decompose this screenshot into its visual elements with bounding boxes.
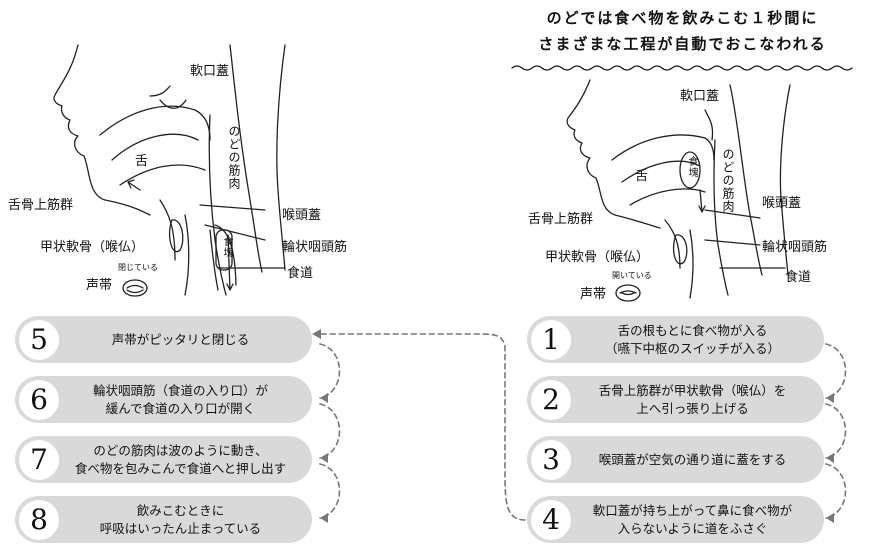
left-label-tongue: 舌 xyxy=(135,154,149,169)
arrowhead-icon xyxy=(826,453,834,463)
step-text: 緩んで食道の入り口が開く xyxy=(105,400,256,416)
heading-line-1: のどでは食べ物を飲みこむ１秒間に xyxy=(546,9,819,27)
arrowhead-icon xyxy=(320,513,328,523)
step-text: 呼吸はいったん止まっている xyxy=(99,520,262,536)
right-label-vocal-cords: 声帯 xyxy=(580,287,607,302)
step-number: 6 xyxy=(19,379,59,420)
step-text: 輪状咽頭筋（食道の入り口）が xyxy=(92,382,268,398)
step-text: 飲みこむときに xyxy=(136,502,225,518)
step-number: 8 xyxy=(19,499,59,540)
right-label-suprahyoid: 舌骨上筋群 xyxy=(528,212,594,227)
step-7: 7 のどの筋肉は波のように動き、食べ物を包みこんで食道へと押し出す xyxy=(15,436,312,483)
step-1: 1 舌の根もとに食べ物が入る （嚥下中枢のスイッチが入る） xyxy=(527,316,824,363)
right-label-thyroid: 甲状軟骨（喉仏） xyxy=(545,250,650,265)
arrowhead-icon xyxy=(320,453,328,463)
step-text: 食べ物を包みこんで食道へと押し出す xyxy=(74,460,287,476)
step-number: 2 xyxy=(531,379,571,420)
right-label-soft-palate: 軟口蓋 xyxy=(680,89,720,104)
step-number: 7 xyxy=(19,439,59,480)
left-head-drawing xyxy=(53,44,286,297)
right-head-drawing xyxy=(566,79,791,302)
left-label-cricopharyngeus: 輪状咽頭筋 xyxy=(282,240,348,255)
left-label-epiglottis: 喉頭蓋 xyxy=(282,208,322,223)
step-text: のどの筋肉は波のように動き、 xyxy=(93,442,268,458)
wavy-divider xyxy=(511,65,853,71)
step-number: 5 xyxy=(19,319,59,360)
left-label-thyroid: 甲状軟骨（喉仏） xyxy=(40,240,145,255)
step-text: （嚥下中枢のスイッチが入る） xyxy=(604,340,780,356)
left-label-throat-muscle: のどの筋肉 xyxy=(227,125,241,190)
step-text: 入らないように道をふさぐ xyxy=(617,520,768,536)
step-6: 6 輪状咽頭筋（食道の入り口）が緩んで食道の入り口が開く xyxy=(15,376,312,423)
step-2: 2 舌骨上筋群が甲状軟骨（喉仏）を上へ引っ張り上げる xyxy=(527,376,824,423)
step-number: 4 xyxy=(531,499,571,540)
step-text: 軟口蓋が持ち上がって鼻に食べ物が xyxy=(592,502,793,518)
step-text: 声帯がピッタリと閉じる xyxy=(111,331,250,347)
left-label-suprahyoid: 舌骨上筋群 xyxy=(8,198,74,213)
right-label-cricopharyngeus: 輪状咽頭筋 xyxy=(762,240,828,255)
step-4: 4 軟口蓋が持ち上がって鼻に食べ物が入らないように道をふさぐ xyxy=(527,496,824,543)
arrowhead-icon xyxy=(320,393,328,403)
left-label-closed: 閉じている xyxy=(118,263,158,272)
step-3: 3 喉頭蓋が空気の通り道に蓋をする xyxy=(527,436,824,483)
right-label-throat-muscle: のどの筋肉 xyxy=(721,148,735,213)
step-number: 3 xyxy=(531,439,571,480)
left-label-esophagus: 食道 xyxy=(287,266,314,281)
right-label-esophagus: 食道 xyxy=(785,270,812,285)
step-8: 8 飲みこむときに呼吸はいったん止まっている xyxy=(15,496,312,543)
left-label-bolus: 食塊 xyxy=(221,236,232,258)
step-text: 上へ引っ張り上げる xyxy=(636,400,749,416)
step-text: 舌骨上筋群が甲状軟骨（喉仏）を xyxy=(598,382,787,398)
arrowhead-icon xyxy=(826,513,834,523)
right-label-open: 開いている xyxy=(612,271,652,280)
right-label-tongue: 舌 xyxy=(635,169,649,184)
right-label-epiglottis: 喉頭蓋 xyxy=(762,196,802,211)
left-label-vocal-cords: 声帯 xyxy=(86,278,113,293)
right-label-bolus: 食塊 xyxy=(686,156,697,178)
left-label-soft-palate: 軟口蓋 xyxy=(190,64,230,79)
step-number: 1 xyxy=(531,319,571,360)
step-5: 5 声帯がピッタリと閉じる xyxy=(15,316,312,363)
heading-line-2: さまざまな工程が自動でおこなわれる xyxy=(538,35,827,53)
step-text: 舌の根もとに食べ物が入る xyxy=(617,322,768,338)
arrowhead-icon xyxy=(826,393,834,403)
step-text: 喉頭蓋が空気の通り道に蓋をする xyxy=(598,451,787,467)
arrowhead-icon xyxy=(312,329,321,339)
